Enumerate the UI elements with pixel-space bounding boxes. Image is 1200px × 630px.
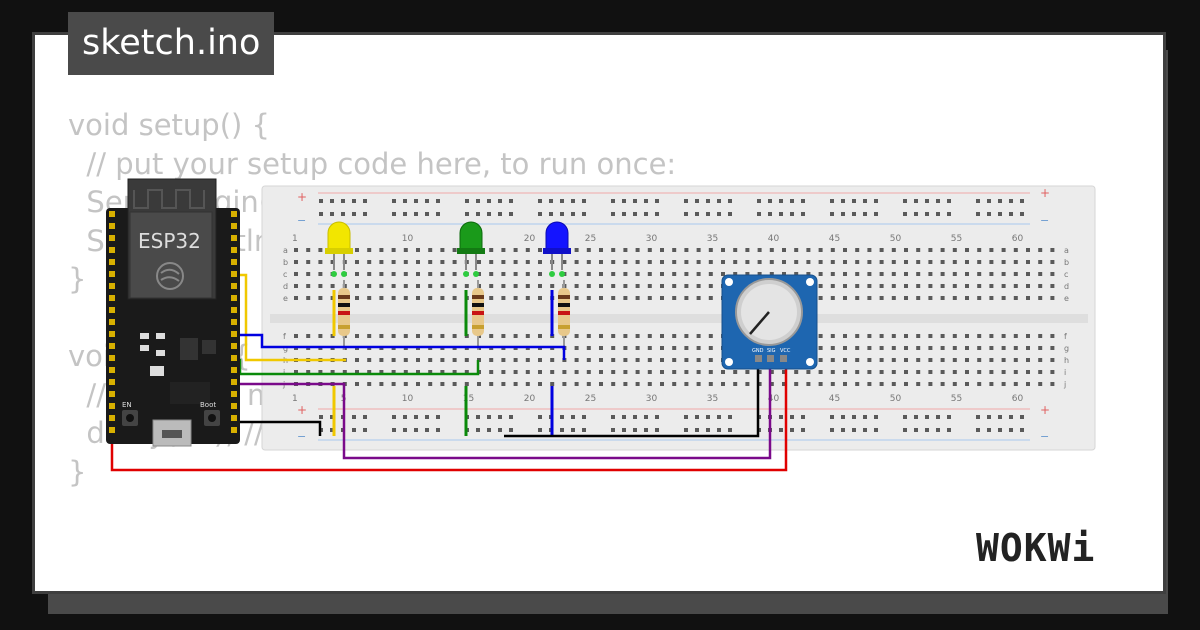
column-number: 60 xyxy=(1012,394,1024,404)
file-tab[interactable]: sketch.ino xyxy=(68,12,275,75)
column-number: 35 xyxy=(707,234,718,244)
wire-blue[interactable] xyxy=(232,333,566,360)
column-number: 30 xyxy=(646,394,658,404)
usb-port[interactable] xyxy=(152,419,192,447)
rail-plus-bottom-left: + xyxy=(297,403,307,417)
row-letter: g xyxy=(283,344,288,353)
pot-pin-sig-label: SIG xyxy=(767,348,776,354)
row-letter: f xyxy=(283,332,286,341)
esp32-label: ESP32 xyxy=(138,229,201,253)
rail-minus-top-right: − xyxy=(1040,214,1049,227)
rail-minus-top-left: − xyxy=(297,214,306,227)
wire-red[interactable] xyxy=(110,356,788,472)
row-letter: d xyxy=(283,282,288,291)
pot-pin-vcc-label: VCC xyxy=(780,348,791,354)
blue-led[interactable] xyxy=(543,221,571,277)
row-letter: i xyxy=(283,368,285,377)
row-letter: e xyxy=(283,294,288,303)
boot-label: Boot xyxy=(200,401,216,409)
resistor-green[interactable] xyxy=(472,280,484,350)
column-number: 30 xyxy=(646,234,658,244)
rail-plus-top-left: + xyxy=(297,190,307,204)
row-letter: b xyxy=(1064,258,1069,267)
pot-pin-gnd-label: GND xyxy=(752,348,764,354)
en-label: EN xyxy=(122,401,132,409)
resistor-blue[interactable] xyxy=(558,280,570,350)
column-number: 40 xyxy=(768,234,780,244)
row-letter: f xyxy=(1064,332,1067,341)
column-number: 60 xyxy=(1012,234,1024,244)
wire-purple[interactable] xyxy=(110,356,772,460)
column-number: 1 xyxy=(292,394,298,404)
wire-black-pot[interactable] xyxy=(504,356,760,438)
column-number: 20 xyxy=(524,394,536,404)
column-number: 15 xyxy=(463,394,474,404)
rail-minus-bottom-right: − xyxy=(1040,430,1049,443)
row-letter: h xyxy=(1064,356,1069,365)
code-line: } xyxy=(68,262,87,296)
column-number: 10 xyxy=(402,234,414,244)
file-tab-label: sketch.ino xyxy=(82,23,261,63)
code-line: } xyxy=(68,454,87,489)
column-number: 25 xyxy=(585,234,596,244)
knob-indicator xyxy=(749,311,770,335)
rail-plus-bottom-right: + xyxy=(1040,403,1050,417)
rail-minus-bottom-left: − xyxy=(297,430,306,443)
column-number: 50 xyxy=(890,234,902,244)
column-number: 55 xyxy=(951,234,962,244)
column-number: 50 xyxy=(890,394,902,404)
breadboard[interactable]: + + − − + + − − 151015202530354045505560… xyxy=(261,185,1096,451)
row-letter: a xyxy=(283,246,288,255)
row-letter: g xyxy=(1064,344,1069,353)
row-letter: b xyxy=(283,258,288,267)
row-letter: c xyxy=(283,270,287,279)
wokwi-logo: WOKWi xyxy=(976,526,1095,570)
wokwi-logo-text: WOKWi xyxy=(976,526,1096,570)
column-number: 40 xyxy=(768,394,780,404)
esp32-board[interactable]: ESP32 EN Boot xyxy=(106,178,240,447)
code-line: void setup() { xyxy=(68,108,270,142)
column-number: 45 xyxy=(829,394,840,404)
row-letter: j xyxy=(1063,380,1066,389)
green-led[interactable] xyxy=(457,221,485,277)
row-letter: e xyxy=(1064,294,1069,303)
column-number: 55 xyxy=(951,394,962,404)
row-letter: i xyxy=(1064,368,1066,377)
column-number: 1 xyxy=(292,234,298,244)
row-letter: c xyxy=(1064,270,1068,279)
row-letter: a xyxy=(1064,246,1069,255)
esp32-pins[interactable] xyxy=(109,211,237,433)
rail-plus-top-right: + xyxy=(1040,186,1050,200)
column-number: 10 xyxy=(402,394,414,404)
row-letter: d xyxy=(1064,282,1069,291)
column-number: 35 xyxy=(707,394,718,404)
column-number: 45 xyxy=(829,234,840,244)
code-line: // put your setup code here, to run once… xyxy=(68,146,677,181)
column-number: 25 xyxy=(585,394,596,404)
wire-black-left[interactable] xyxy=(225,420,322,436)
potentiometer[interactable]: GND SIG VCC xyxy=(721,274,818,370)
column-number: 20 xyxy=(524,234,536,244)
espressif-logo-icon xyxy=(156,262,184,290)
yellow-led[interactable] xyxy=(325,221,353,277)
resistor-yellow[interactable] xyxy=(338,280,350,350)
